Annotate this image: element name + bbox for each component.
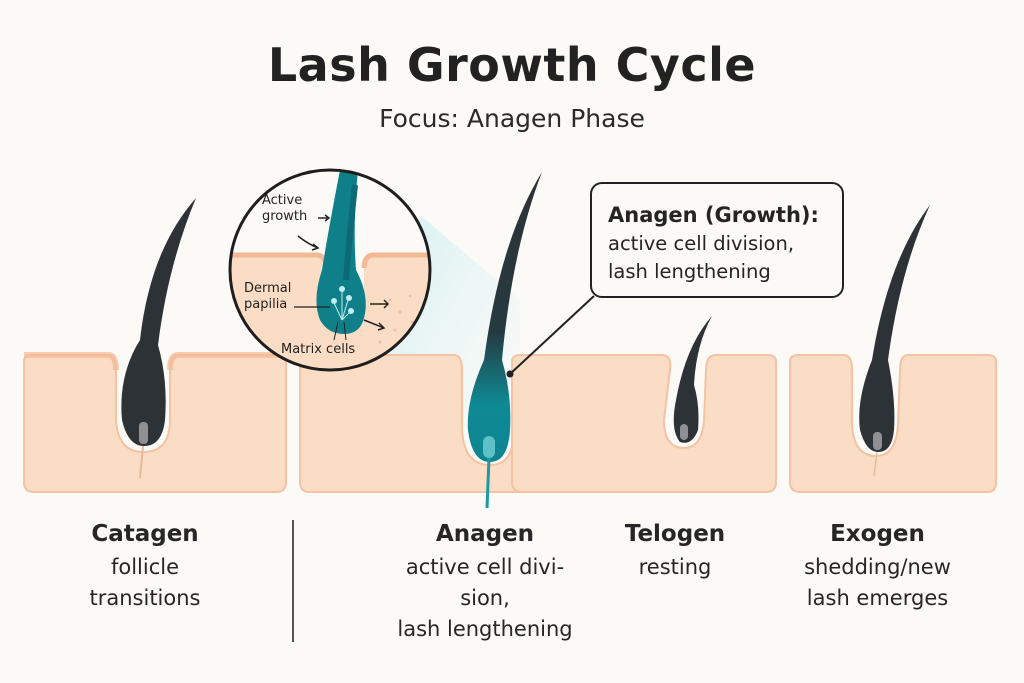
callout-leader-line	[509, 295, 595, 375]
anagen-root-line	[485, 457, 491, 509]
telogen-bulb-core	[680, 424, 688, 440]
phase-description: resting	[638, 555, 712, 579]
phase-name: Catagen	[91, 521, 199, 547]
phase-description: active cell divi- sion, lash lengthening	[397, 555, 573, 641]
phase-description: follicle transitions	[89, 555, 201, 610]
inset-label-matrix-cells: Matrix cells	[281, 342, 356, 357]
arrow-icon	[377, 322, 386, 331]
diagram-subtitle: Focus: Anagen Phase	[379, 104, 645, 133]
skin-block-telogen	[511, 354, 777, 493]
phase-label-catagen: Catagen follicle transitions	[60, 516, 230, 614]
phase-description: shedding/new lash emerges	[804, 555, 951, 610]
phase-label-telogen: Telogen resting	[610, 516, 740, 583]
exogen-lash	[859, 205, 930, 452]
telogen-lash	[673, 316, 712, 443]
callout-title: Anagen (Growth):	[608, 203, 819, 227]
phase-name: Exogen	[830, 521, 925, 547]
inset-label-dermal-papilla: Dermal papilia	[244, 281, 292, 312]
skin-block-exogen	[789, 354, 997, 493]
exogen-bulb-core	[873, 432, 882, 450]
callout-description: active cell division, lash lengthening	[608, 232, 795, 283]
exogen-root-line	[873, 451, 878, 477]
phase-name: Anagen	[435, 521, 535, 547]
callout-leader-dot	[506, 370, 514, 378]
diagram-title: Lash Growth Cycle	[267, 38, 757, 92]
inset-magnifier	[228, 168, 432, 372]
section-divider	[292, 520, 294, 642]
catagen-root-line	[139, 445, 144, 479]
phase-label-anagen: Anagen active cell divi- sion, lash leng…	[390, 516, 580, 645]
anagen-bulb-core	[483, 436, 495, 458]
skin-block-catagen	[23, 352, 287, 493]
arrow-icon	[311, 243, 320, 251]
arrow-icon	[324, 214, 331, 222]
phase-name: Telogen	[624, 521, 726, 547]
catagen-bulb-core	[139, 422, 148, 444]
arrow-icon	[363, 319, 385, 329]
anagen-callout-box: Anagen (Growth): active cell division, l…	[590, 182, 844, 298]
phase-label-exogen: Exogen shedding/new lash emerges	[790, 516, 965, 614]
inset-label-active-growth: Active growth	[262, 193, 308, 224]
catagen-lash	[121, 198, 196, 446]
arrow-icon	[383, 299, 390, 309]
anagen-lash	[467, 172, 542, 462]
